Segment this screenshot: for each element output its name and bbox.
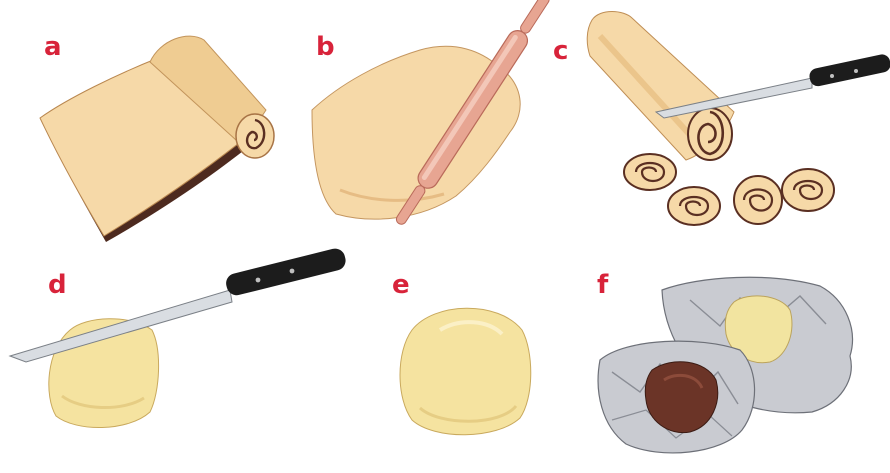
sliced-pinwheel-roll-icon — [587, 12, 890, 226]
dough-ball-icon — [400, 308, 531, 435]
pinwheel-slices — [624, 154, 834, 225]
dough-ball-knife-icon — [10, 246, 348, 427]
knife-icon — [10, 246, 348, 362]
rolled-dough-sheet-icon — [40, 36, 274, 242]
foil-wrapped-balls-icon — [598, 277, 852, 453]
rolling-pin-dough-icon — [312, 0, 555, 229]
